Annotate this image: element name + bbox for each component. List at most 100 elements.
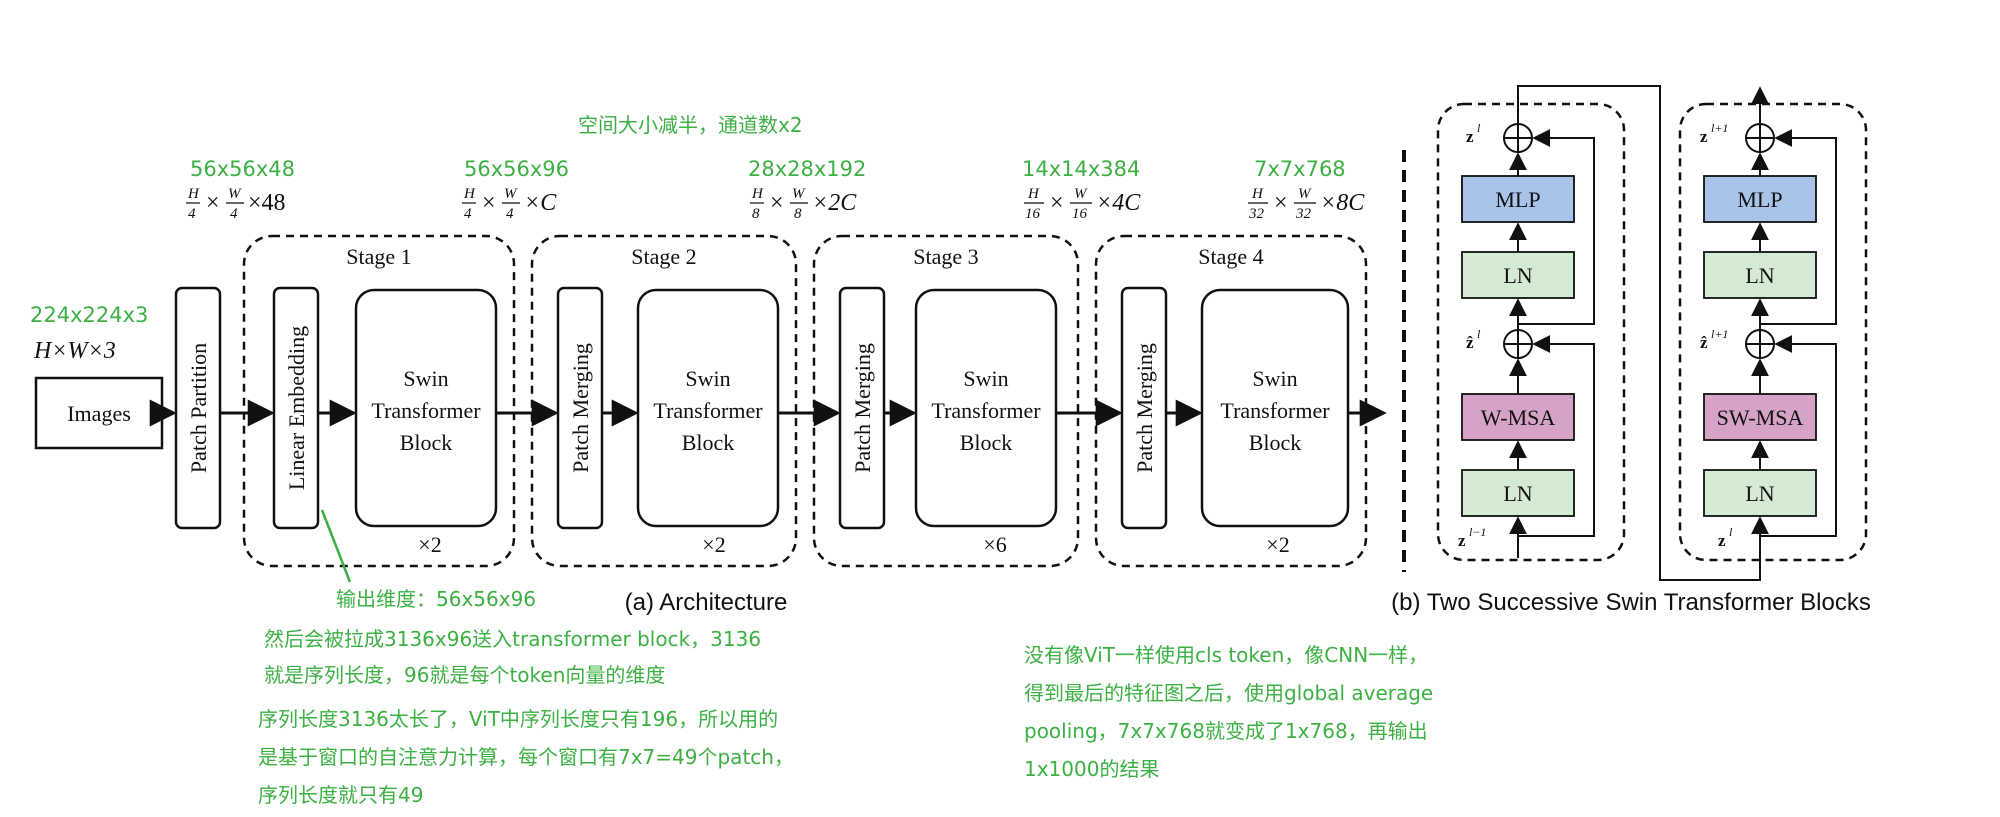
swin-line3: Block	[682, 430, 735, 455]
times-sign: ×	[1050, 190, 1064, 216]
frac-num: H	[463, 186, 476, 202]
frac-num: H	[1027, 186, 1040, 202]
swin-block-3: Swin Transformer Block	[914, 288, 1058, 528]
frac-den: 4	[506, 206, 514, 222]
wmsa-label: W-MSA	[1481, 405, 1556, 430]
zhat-label: ẑ	[1700, 333, 1708, 352]
frac-den: 8	[794, 206, 802, 222]
frac-den: 16	[1025, 206, 1041, 222]
stage2-dim: 28x28x192	[748, 157, 866, 181]
images-label: Images	[67, 401, 131, 426]
architecture-caption: (a) Architecture	[625, 589, 788, 616]
ln-label: LN	[1503, 263, 1532, 288]
ln-label: LN	[1503, 481, 1532, 506]
swmsa-box	[1703, 393, 1817, 441]
linear-embedding-label: Linear Embedding	[284, 326, 309, 490]
stage4-title: Stage 4	[1198, 244, 1263, 269]
formula-rest: ×4C	[1096, 190, 1141, 216]
frac-den: 4	[188, 206, 196, 222]
frac-den: 4	[464, 206, 472, 222]
patch-merging-label: Patch Merging	[568, 343, 593, 473]
patch-partition-label: Patch Partition	[186, 343, 211, 473]
z-input-label: z	[1718, 531, 1726, 550]
swin-line2: Transformer	[653, 398, 763, 423]
stage3-repeat: ×6	[983, 532, 1006, 557]
swin-block-2: Swin Transformer Block	[636, 288, 780, 528]
z-input-sup: l	[1729, 525, 1733, 539]
stage3-dim: 14x14x384	[1022, 157, 1140, 181]
z-input-sup: l−1	[1469, 525, 1486, 539]
ln-box-2b	[1703, 469, 1817, 517]
block1-connections	[1509, 85, 1761, 581]
patch-merging-label: Patch Merging	[1132, 343, 1157, 473]
ln-label: LN	[1745, 263, 1774, 288]
swin-line2: Transformer	[371, 398, 481, 423]
formula-stage1b: H 4 × W 4 ×C	[462, 186, 557, 222]
swin-block-1: Swin Transformer Block	[354, 288, 498, 528]
ln-box-1b	[1461, 469, 1575, 517]
stage1b-dim: 56x56x96	[464, 157, 569, 181]
z-sup: l+1	[1711, 121, 1728, 135]
z-label: z	[1466, 127, 1474, 146]
frac-num: W	[792, 186, 806, 202]
stage4-dim: 7x7x768	[1254, 157, 1346, 181]
frac-den: 4	[230, 206, 238, 222]
swin-line1: Swin	[963, 366, 1008, 391]
seq-note-line1: 序列长度3136太长了，ViT中序列长度只有196，所以用的	[258, 707, 778, 731]
pool-note-line3: pooling，7x7x768就变成了1x768，再输出	[1024, 719, 1428, 743]
mlp-label: MLP	[1495, 187, 1540, 212]
stage4-repeat: ×2	[1266, 532, 1289, 557]
stage1-dim: 56x56x48	[190, 157, 295, 181]
patch-merging-label: Patch Merging	[850, 343, 875, 473]
mlp-label: MLP	[1737, 187, 1782, 212]
frac-num: W	[1298, 186, 1312, 202]
times-sign: ×	[482, 190, 496, 216]
swin-line2: Transformer	[1220, 398, 1330, 423]
frac-num: W	[1074, 186, 1088, 202]
frac-num: W	[228, 186, 242, 202]
z-sup: l	[1477, 121, 1481, 135]
zhat-sup: l+1	[1711, 327, 1728, 341]
frac-den: 32	[1295, 206, 1312, 222]
stage2-repeat: ×2	[702, 532, 725, 557]
swin-line1: Swin	[685, 366, 730, 391]
ln-box-1a	[1461, 251, 1575, 299]
stage1-title: Stage 1	[346, 244, 411, 269]
pool-note-line1: 没有像ViT一样使用cls token，像CNN一样，	[1024, 643, 1428, 667]
frac-num: H	[187, 186, 200, 202]
mlp-box-2	[1703, 175, 1817, 223]
pool-note-line2: 得到最后的特征图之后，使用global average	[1024, 681, 1433, 705]
embed-pointer	[320, 509, 352, 583]
zhat-label: ẑ	[1466, 333, 1474, 352]
embed-output-note: 输出维度：56x56x96	[336, 587, 536, 611]
stage1-repeat: ×2	[418, 532, 441, 557]
stage3-title: Stage 3	[913, 244, 978, 269]
formula-rest: ×8C	[1320, 190, 1365, 216]
seq-note-line2: 是基于窗口的自注意力计算，每个窗口有7x7=49个patch，	[258, 745, 794, 769]
times-sign: ×	[1274, 190, 1288, 216]
swmsa-block-container	[1678, 102, 1868, 562]
formula-stage2: H 8 × W 8 ×2C	[750, 186, 857, 222]
frac-den: 16	[1072, 206, 1088, 222]
images-box	[34, 376, 164, 450]
swin-line2: Transformer	[931, 398, 1041, 423]
pool-note-line4: 1x1000的结果	[1024, 757, 1159, 781]
formula-rest: ×2C	[812, 190, 857, 216]
wmsa-block-container	[1436, 102, 1626, 562]
swmsa-label: SW-MSA	[1717, 405, 1804, 430]
formula-stage4: H 32 × W 32 ×8C	[1248, 186, 1365, 222]
stage1-container	[242, 234, 516, 568]
ln-label: LN	[1745, 481, 1774, 506]
input-formula: H×W×3	[33, 338, 116, 364]
wmsa-box	[1461, 393, 1575, 441]
swin-block-4: Swin Transformer Block	[1200, 288, 1350, 528]
frac-den: 8	[752, 206, 760, 222]
times-sign: ×	[770, 190, 784, 216]
frac-den: 32	[1248, 206, 1265, 222]
formula-rest: ×C	[524, 190, 557, 216]
swin-line3: Block	[400, 430, 453, 455]
stage2-title: Stage 2	[631, 244, 696, 269]
swin-line3: Block	[960, 430, 1013, 455]
z-label: z	[1700, 127, 1708, 146]
